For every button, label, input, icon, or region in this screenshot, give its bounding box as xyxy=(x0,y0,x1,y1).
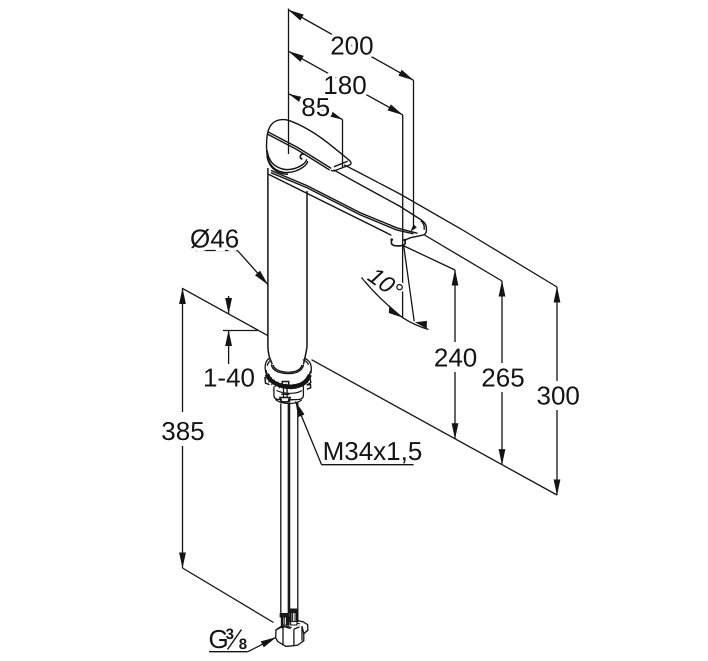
svg-text:180: 180 xyxy=(323,70,366,100)
svg-text:85: 85 xyxy=(301,92,330,122)
svg-text:3: 3 xyxy=(226,626,234,643)
svg-text:300: 300 xyxy=(537,381,580,411)
svg-text:G: G xyxy=(209,624,229,654)
svg-text:8: 8 xyxy=(239,636,247,653)
svg-text:265: 265 xyxy=(481,363,524,393)
svg-text:200: 200 xyxy=(330,31,373,61)
svg-text:1-40: 1-40 xyxy=(203,363,255,393)
svg-text:Ø46: Ø46 xyxy=(190,223,239,253)
svg-text:10°: 10° xyxy=(363,262,407,304)
svg-text:385: 385 xyxy=(161,416,204,446)
svg-text:240: 240 xyxy=(434,342,477,372)
svg-text:M34x1,5: M34x1,5 xyxy=(323,436,423,466)
